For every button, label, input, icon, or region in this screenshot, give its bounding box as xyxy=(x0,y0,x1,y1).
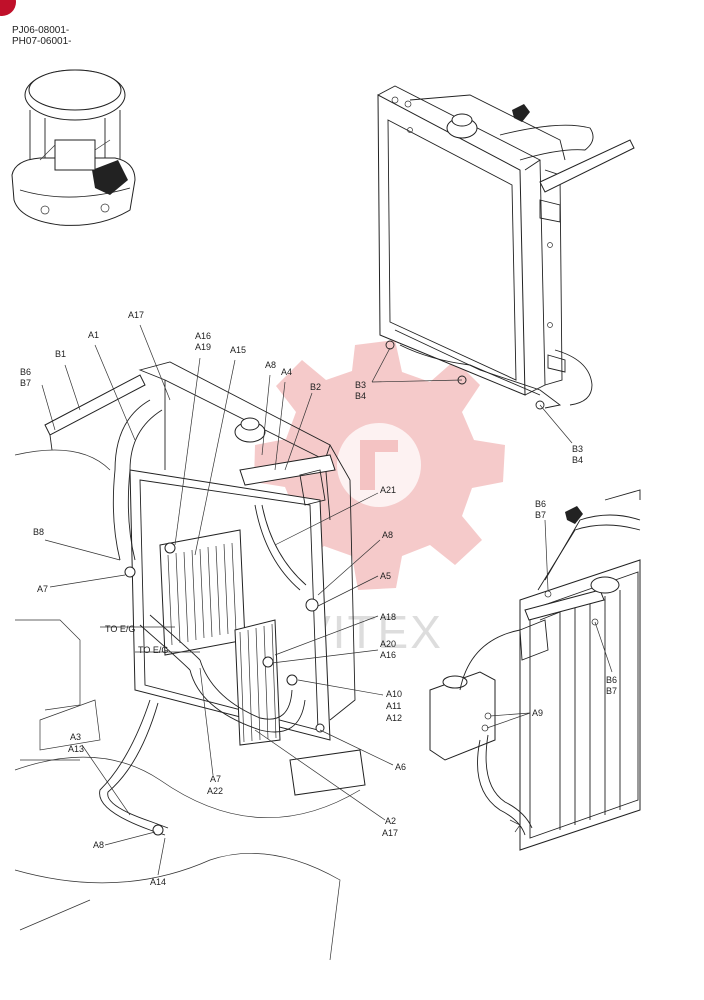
label-b6-right: B6 xyxy=(606,675,617,685)
main-radiator-assembly xyxy=(14,361,366,961)
label-a16-top: A16 xyxy=(195,331,211,341)
label-a2: A2 xyxy=(385,816,396,826)
label-a10: A10 xyxy=(386,689,402,699)
label-b3-bottom: B3 xyxy=(572,444,583,454)
label-a11: A11 xyxy=(386,701,401,711)
label-a16-mid: A16 xyxy=(380,650,396,660)
radiator-detail-top-right xyxy=(377,85,635,410)
label-b6-right-top: B6 xyxy=(535,499,546,509)
leader-lines xyxy=(41,324,613,876)
label-a5: A5 xyxy=(380,571,391,581)
label-a20: A20 xyxy=(380,639,396,649)
label-b7-left: B7 xyxy=(20,378,31,388)
serial-number-1: PJ06-08001- xyxy=(12,25,69,36)
label-a7-bottom: A7 xyxy=(210,774,221,784)
label-to-eg-2: TO E/G xyxy=(138,645,168,655)
label-a13: A13 xyxy=(68,744,84,754)
label-a8-mid: A8 xyxy=(382,530,393,540)
serial-number-2: PH07-06001- xyxy=(12,36,71,47)
label-b7-right-top: B7 xyxy=(535,510,546,520)
label-to-eg-1: TO E/G xyxy=(105,624,135,634)
machine-overview-thumbnail xyxy=(11,69,136,226)
label-a3: A3 xyxy=(70,732,81,742)
label-b8: B8 xyxy=(33,527,44,537)
corner-badge xyxy=(0,0,16,16)
label-a19-top: A19 xyxy=(195,342,211,352)
label-b2: B2 xyxy=(310,382,321,392)
oil-cooler-fins xyxy=(167,542,237,646)
label-a15: A15 xyxy=(230,345,246,355)
label-a18: A18 xyxy=(380,612,396,622)
label-a8-top: A8 xyxy=(265,360,276,370)
label-a14: A14 xyxy=(150,877,166,887)
label-a12: A12 xyxy=(386,713,402,723)
label-b4-top: B4 xyxy=(355,391,366,401)
label-a17-top: A17 xyxy=(128,310,144,320)
label-b1: B1 xyxy=(55,349,66,359)
callout-labels: A1 A17 A16 A19 A15 A8 A4 B2 B1 B6 B7 B8 … xyxy=(20,310,617,887)
label-a8-bottom: A8 xyxy=(93,840,104,850)
label-a1: A1 xyxy=(88,330,99,340)
label-b4-bottom: B4 xyxy=(572,455,583,465)
label-a17-bottom: A17 xyxy=(382,828,398,838)
reservoir-detail-right xyxy=(429,489,641,851)
label-a7-left: A7 xyxy=(37,584,48,594)
label-b3-top: B3 xyxy=(355,380,366,390)
label-a21: A21 xyxy=(380,485,396,495)
label-a6: A6 xyxy=(395,762,406,772)
label-b7-right: B7 xyxy=(606,686,617,696)
label-b6-left: B6 xyxy=(20,367,31,377)
label-a4: A4 xyxy=(281,367,292,377)
label-a22: A22 xyxy=(207,786,223,796)
label-a9: A9 xyxy=(532,708,543,718)
